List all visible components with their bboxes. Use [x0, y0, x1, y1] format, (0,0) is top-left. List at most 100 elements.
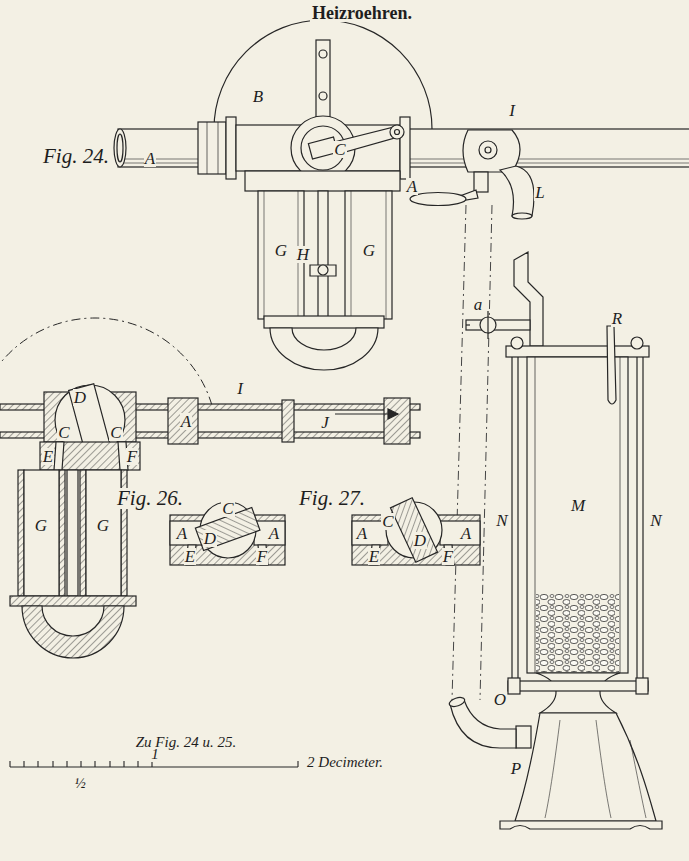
- stove-apparatus: [508, 678, 520, 694]
- part-letter: H: [296, 246, 310, 263]
- foot: [500, 821, 662, 829]
- seat-block: [40, 442, 140, 470]
- base-plate: [264, 316, 384, 328]
- part-letter: I: [236, 380, 244, 397]
- part-letter: C: [221, 500, 234, 517]
- sleeve: [282, 400, 294, 442]
- stove-apparatus: [631, 337, 643, 349]
- fig25-section: [0, 318, 420, 658]
- stove-apparatus: [630, 740, 646, 818]
- strap: [316, 40, 330, 126]
- part-letter: M: [570, 497, 586, 514]
- fig24-apparatus: [117, 134, 123, 162]
- part-letter: C: [381, 513, 394, 530]
- cylinder-wall: [18, 470, 24, 596]
- fig24-apparatus: [114, 20, 689, 370]
- pipe-break: [514, 252, 543, 346]
- part-letter: A: [268, 525, 280, 542]
- stove-apparatus: [487, 311, 488, 339]
- part-letter: B: [252, 88, 264, 105]
- part-letter: a: [473, 296, 484, 313]
- part-letter: P: [510, 760, 522, 777]
- part-letter: F: [442, 548, 454, 565]
- part-letter: D: [73, 389, 87, 406]
- cylinder-wall: [80, 470, 86, 596]
- part-letter: A: [180, 413, 192, 430]
- stove-apparatus: [448, 696, 466, 709]
- tie-rod: [637, 350, 643, 688]
- u-bend: [270, 328, 378, 370]
- part-letter: G: [274, 242, 288, 259]
- valve-housing: [236, 125, 400, 171]
- scale-bar: [10, 761, 298, 767]
- part-letter: D: [203, 530, 217, 547]
- part-letter: A: [460, 525, 472, 542]
- valve-seat: [245, 171, 400, 191]
- bell-base: [515, 713, 656, 821]
- fig24-apparatus: [390, 125, 404, 139]
- fig27-section: [352, 498, 480, 565]
- small-valve: [310, 265, 336, 276]
- part-letter: G: [362, 242, 376, 259]
- part-letter: L: [534, 184, 545, 201]
- fig24-apparatus: [207, 122, 208, 174]
- part-letter: O: [493, 691, 507, 708]
- stove-apparatus: [545, 720, 560, 818]
- channel: [54, 442, 64, 470]
- fig25-section: [24, 470, 59, 596]
- part-letter: D: [413, 532, 427, 549]
- scale-text: 1: [150, 747, 160, 762]
- fig24-apparatus: [395, 130, 400, 135]
- nut: [516, 726, 531, 748]
- u-bend: [22, 606, 124, 658]
- part-letter: G: [96, 517, 110, 534]
- part-letter: F: [256, 548, 268, 565]
- scale-text: 2 Decimeter.: [306, 755, 384, 770]
- part-letter: N: [649, 512, 662, 529]
- part-letter: G: [34, 517, 48, 534]
- top-cap: [506, 346, 649, 357]
- fig24-apparatus: [319, 92, 327, 100]
- stove-apparatus: [511, 337, 523, 349]
- fig27-section: [390, 498, 437, 563]
- fig24-apparatus: [512, 213, 532, 219]
- cylinder-wall: [59, 470, 65, 596]
- guide-line: [452, 205, 466, 700]
- valve-disc: [291, 116, 355, 180]
- part-letter: E: [368, 548, 380, 565]
- flange-ring: [508, 681, 648, 691]
- valve-body: [463, 130, 520, 172]
- part-letter: R: [611, 310, 623, 327]
- flange: [226, 117, 236, 179]
- base-plate: [10, 596, 136, 606]
- stove-apparatus: [620, 357, 621, 673]
- part-letter: C: [333, 141, 346, 158]
- part-letter: A: [176, 525, 188, 542]
- fig24-apparatus: [218, 122, 219, 174]
- fig24-apparatus: [485, 147, 491, 153]
- part-letter: A: [356, 525, 368, 542]
- side-pipe: [466, 320, 530, 330]
- part-letter: J: [320, 414, 330, 431]
- nut: [198, 122, 226, 174]
- fig24-apparatus: [410, 193, 466, 206]
- pebbles: [536, 594, 619, 672]
- fig26-section: [254, 521, 285, 545]
- fig24-apparatus: [264, 191, 265, 319]
- fig24-apparatus: [479, 141, 497, 159]
- stove-apparatus: [466, 324, 470, 325]
- guide-line: [480, 205, 492, 700]
- tie-rod: [512, 350, 518, 688]
- part-letter: E: [184, 548, 196, 565]
- part-letter: A: [144, 150, 156, 167]
- thermometer: [607, 326, 616, 404]
- part-letter: I: [508, 102, 516, 119]
- rod: [67, 470, 78, 596]
- coupling: [168, 398, 198, 444]
- stove-apparatus: [535, 357, 536, 673]
- plate-title: Heizroehren.: [310, 4, 414, 22]
- rod: [318, 191, 328, 319]
- coupling: [384, 398, 410, 444]
